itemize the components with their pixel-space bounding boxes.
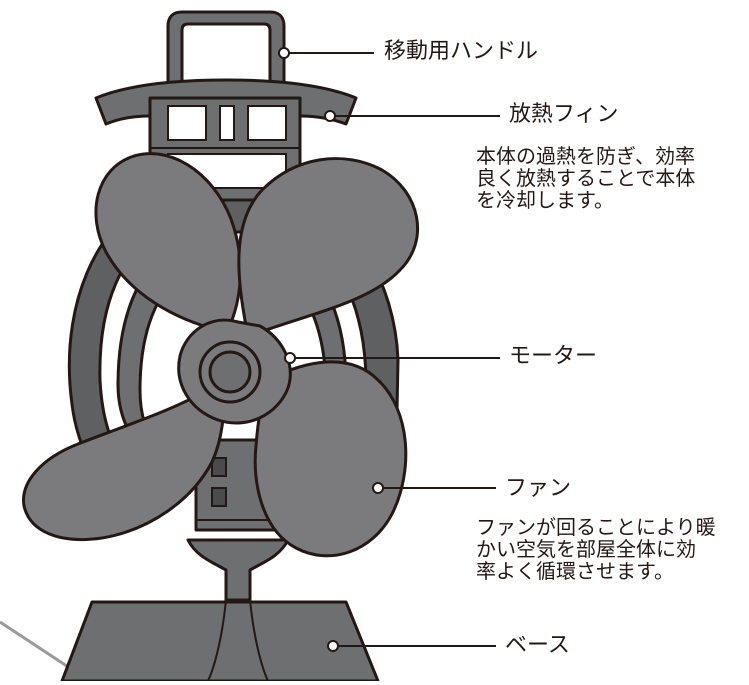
fan-desc-line-3: 率よく循環させます。 (476, 559, 674, 583)
base (60, 538, 380, 683)
fins-desc-line-3: を冷却します。 (476, 188, 614, 212)
label-handle: 移動用ハンドル (384, 39, 539, 64)
leader-lines (278, 47, 500, 652)
label-base: ベース (505, 633, 570, 658)
label-motor: モーター (509, 344, 598, 369)
label-fins: 放熱フィン (509, 102, 619, 127)
fins-desc-line-1: 本体の過熱を防ぎ、効率 (476, 144, 695, 168)
fan-desc-line-1: ファンが回ることにより暖 (476, 515, 716, 539)
fan (22, 152, 420, 558)
fin-plate (94, 78, 358, 202)
fan-desc-line-2: かい空気を部屋全体に効 (476, 537, 696, 561)
fins-desc-line-2: 良く放熱することで本体 (476, 166, 696, 190)
label-fan: ファン (505, 476, 572, 501)
